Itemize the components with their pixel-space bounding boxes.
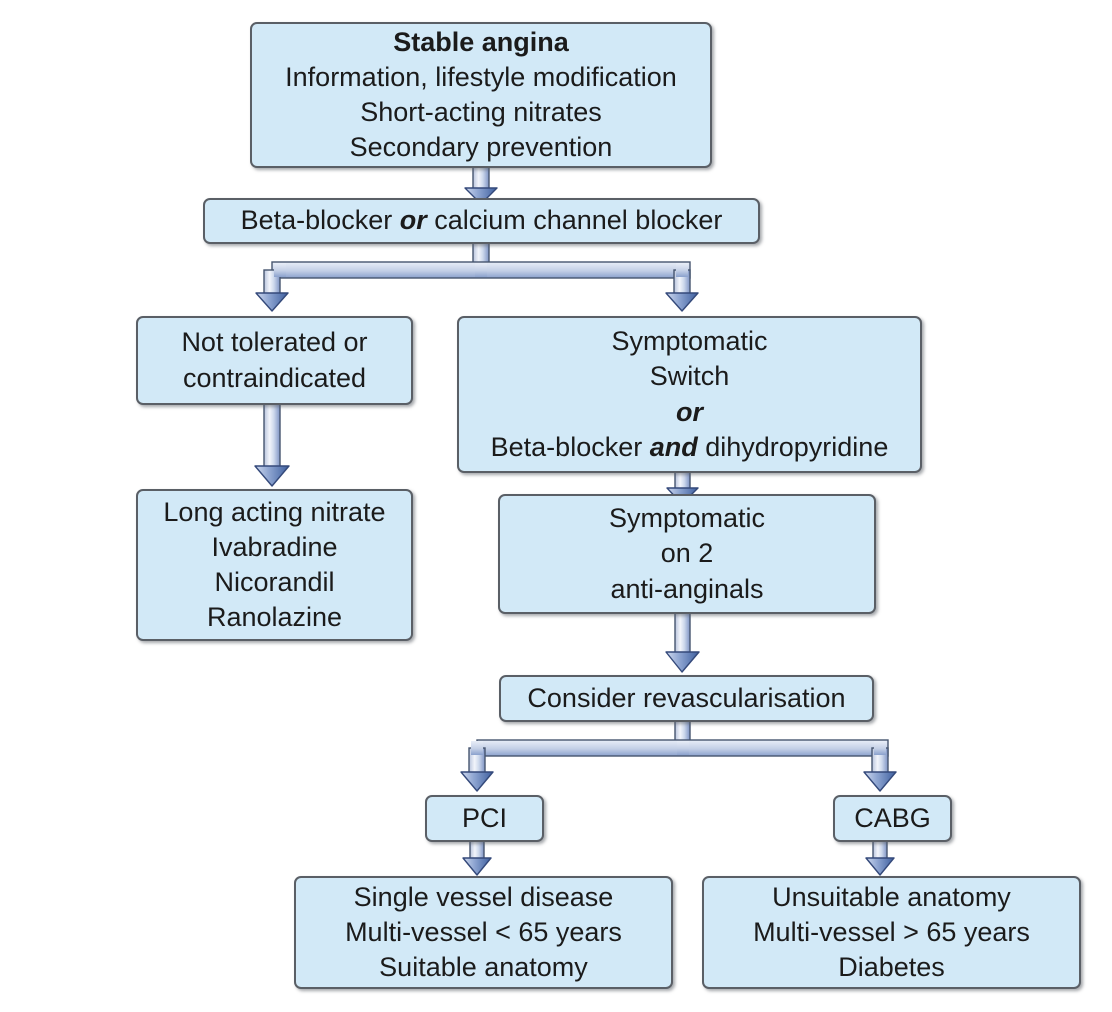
edge-on-two-to-revascularisation bbox=[665, 612, 700, 673]
node-line: Switch bbox=[649, 361, 730, 392]
node-line: Ranolazine bbox=[206, 602, 343, 633]
node-line: Secondary prevention bbox=[349, 132, 613, 163]
node-line: Short-acting nitrates bbox=[360, 97, 602, 127]
node-line: Multi-vessel < 65 years bbox=[345, 916, 622, 947]
edge-revascularisation-split bbox=[460, 720, 897, 792]
node-line: Symptomatic bbox=[611, 326, 768, 357]
node-symptomatic-on-two[interactable]: Symptomatic on 2 anti-anginals bbox=[498, 494, 876, 614]
node-line: Symptomatic bbox=[608, 503, 766, 534]
node-line: Beta-blocker and dihydropyridine bbox=[491, 430, 889, 465]
edge-first-line-split bbox=[255, 242, 699, 312]
node-line: Stable angina bbox=[393, 26, 569, 57]
node-text-emphasis: or bbox=[399, 205, 427, 236]
node-line: Beta-blocker or calcium channel blocker bbox=[241, 203, 723, 238]
node-line: CABG bbox=[854, 802, 931, 833]
node-line: Not tolerated or bbox=[181, 327, 368, 358]
node-line: Diabetes bbox=[838, 952, 945, 983]
node-text-post: calcium channel blocker bbox=[426, 205, 723, 236]
node-line: Suitable anatomy bbox=[379, 952, 588, 983]
node-cabg[interactable]: CABG bbox=[833, 795, 952, 842]
node-line: Information, lifestyle modification bbox=[285, 61, 677, 92]
edge-pci-to-indications bbox=[462, 840, 492, 876]
node-line: Nicorandil bbox=[214, 567, 335, 597]
node-line: on 2 bbox=[660, 538, 714, 569]
node-line: Single vessel disease bbox=[353, 881, 614, 912]
node-line: PCI bbox=[461, 802, 507, 833]
node-consider-revascularisation[interactable]: Consider revascularisation bbox=[499, 675, 874, 722]
node-line: Multi-vessel > 65 years bbox=[753, 916, 1030, 947]
node-text-pre: Beta-blocker bbox=[240, 205, 400, 236]
node-text-pre: Beta-blocker bbox=[490, 431, 650, 462]
node-line: Long acting nitrate bbox=[163, 496, 386, 527]
node-stable-angina[interactable]: Stable angina Information, lifestyle mod… bbox=[250, 22, 712, 168]
node-pci[interactable]: PCI bbox=[425, 795, 544, 842]
node-symptomatic-switch[interactable]: Symptomatic Switch or Beta-blocker and d… bbox=[457, 316, 922, 473]
node-line: Ivabradine bbox=[211, 531, 338, 562]
node-line: or bbox=[676, 395, 703, 430]
node-line: contraindicated bbox=[182, 362, 367, 393]
node-pci-indications[interactable]: Single vessel disease Multi-vessel < 65 … bbox=[294, 876, 673, 989]
node-line: Consider revascularisation bbox=[527, 682, 846, 713]
node-line: anti-anginals bbox=[610, 573, 764, 604]
node-cabg-indications[interactable]: Unsuitable anatomy Multi-vessel > 65 yea… bbox=[702, 876, 1081, 989]
node-line: Unsuitable anatomy bbox=[772, 881, 1011, 912]
node-first-line-therapy[interactable]: Beta-blocker or calcium channel blocker bbox=[203, 198, 760, 244]
node-text-emphasis: and bbox=[649, 431, 698, 462]
node-alternative-antianginals[interactable]: Long acting nitrate Ivabradine Nicorandi… bbox=[136, 489, 413, 641]
node-text-emphasis: or bbox=[676, 396, 703, 427]
node-text-post: dihydropyridine bbox=[697, 431, 889, 462]
node-not-tolerated[interactable]: Not tolerated or contraindicated bbox=[136, 316, 413, 405]
edge-cabg-to-indications bbox=[865, 840, 895, 876]
edge-not-tolerated-to-alternatives bbox=[254, 403, 290, 487]
